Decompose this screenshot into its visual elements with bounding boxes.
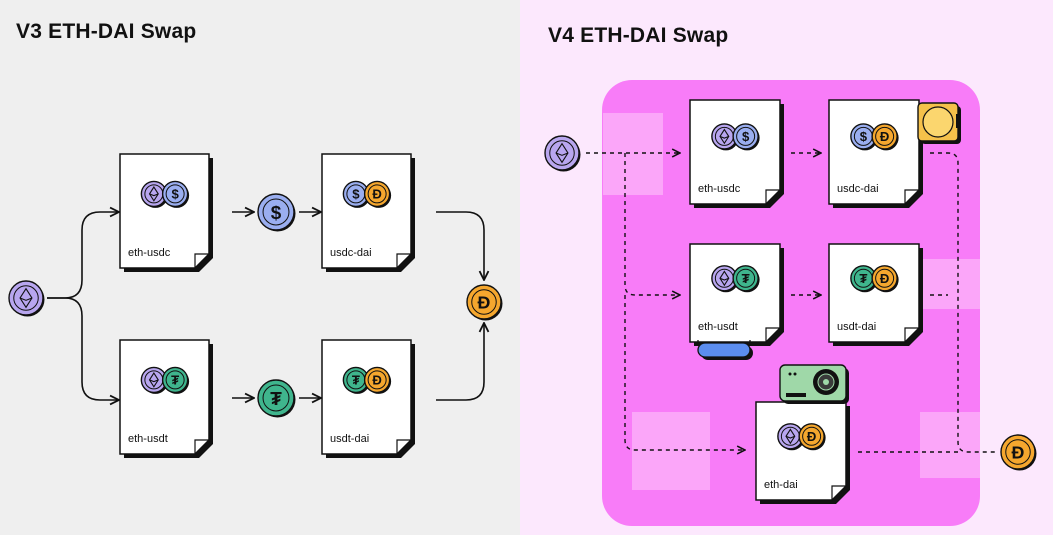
svg-text:Đ: Đ (880, 129, 889, 144)
v4-pool-eth-usdt: ₮ eth-usdt (689, 243, 784, 346)
svg-text:₮: ₮ (742, 271, 750, 286)
usdc-icon: $ (732, 123, 760, 151)
v4-title: V4 ETH-DAI Swap (548, 24, 729, 47)
pool-label: eth-usdt (698, 321, 738, 333)
usdt-icon: ₮ (732, 265, 760, 293)
decor-square (920, 259, 980, 309)
v4-connectors (586, 153, 997, 452)
decor-square (603, 113, 663, 195)
usdt-icon: ₮ (161, 366, 190, 394)
v3-connectors (47, 212, 484, 400)
dai-icon: Đ (466, 284, 503, 321)
svg-text:$: $ (742, 129, 750, 144)
pool-label: eth-dai (764, 479, 798, 491)
pool-label: eth-usdc (128, 247, 171, 259)
eth-icon (140, 180, 168, 208)
usdt-icon: ₮ (257, 379, 296, 418)
svg-text:₮: ₮ (270, 389, 282, 410)
usdc-icon: $ (850, 123, 878, 151)
eth-icon (140, 366, 168, 394)
usdc-icon: $ (257, 193, 296, 232)
svg-text:Đ: Đ (372, 373, 381, 388)
eth-icon (544, 135, 581, 172)
pool-label: usdt-dai (330, 433, 369, 445)
dai-icon: Đ (363, 180, 392, 208)
svg-text:$: $ (860, 129, 868, 144)
v3-panel (0, 0, 520, 535)
decor-square (632, 412, 710, 490)
eth-icon (8, 280, 45, 317)
v3-title: V3 ETH-DAI Swap (16, 20, 197, 43)
svg-text:Đ: Đ (807, 429, 816, 444)
svg-text:Đ: Đ (372, 187, 381, 202)
pool-label: eth-usdt (128, 433, 168, 445)
dai-icon: Đ (871, 265, 899, 293)
coin-hook-icon (917, 102, 961, 144)
pool-label: usdt-dai (837, 321, 876, 333)
svg-text:Đ: Đ (478, 292, 491, 312)
svg-text:$: $ (271, 203, 282, 224)
svg-text:Đ: Đ (1012, 442, 1025, 462)
dai-icon: Đ (871, 123, 899, 151)
v3-pool-eth-usdt: ₮ eth-usdt (119, 339, 213, 458)
svg-text:₮: ₮ (171, 373, 179, 388)
v4-pool-eth-usdc: $ eth-usdc (689, 99, 784, 208)
dai-icon: Đ (363, 366, 392, 394)
svg-text:$: $ (171, 187, 179, 202)
usdc-icon: $ (161, 180, 190, 208)
pool-label: usdc-dai (330, 247, 372, 259)
usdt-icon: ₮ (342, 366, 370, 394)
camera-hook-icon (779, 364, 849, 404)
dai-icon: Đ (1000, 434, 1037, 471)
eth-icon (777, 423, 805, 451)
v3-pool-eth-usdc: $ eth-usdc (119, 153, 213, 272)
decor-square (920, 412, 980, 478)
eth-icon (711, 123, 739, 151)
pill-hook-icon (697, 340, 753, 360)
svg-text:Đ: Đ (880, 271, 889, 286)
usdt-icon: ₮ (850, 265, 878, 293)
svg-text:₮: ₮ (859, 271, 867, 286)
pool-label: eth-usdc (698, 183, 741, 195)
pool-label: usdc-dai (837, 183, 879, 195)
dai-icon: Đ (798, 423, 826, 451)
svg-text:$: $ (352, 187, 360, 202)
svg-text:₮: ₮ (352, 373, 360, 388)
